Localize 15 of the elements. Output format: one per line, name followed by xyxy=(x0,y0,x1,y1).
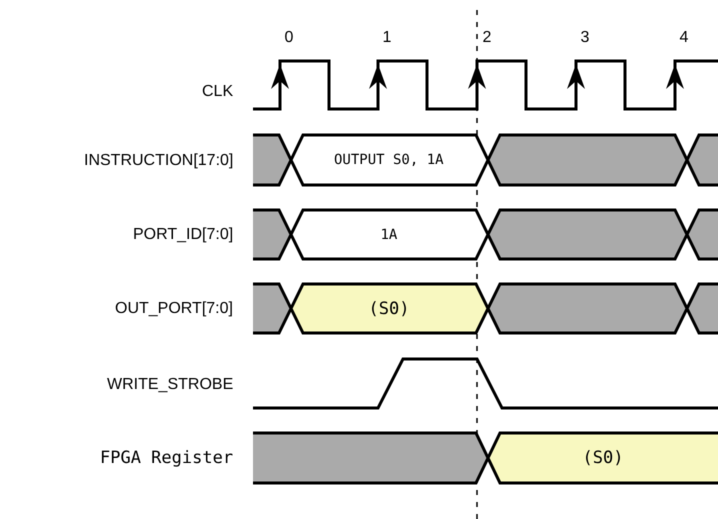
bus-value: OUTPUT S0, 1A xyxy=(334,153,444,167)
bus-value: (S0) xyxy=(368,300,410,318)
clock-cycle-number: 1 xyxy=(382,30,392,46)
signal-name: PORT_ID[7:0] xyxy=(133,227,234,243)
signal-name: INSTRUCTION[17:0] xyxy=(84,153,234,169)
signal-name: CLK xyxy=(202,84,234,100)
bus-value: 1A xyxy=(380,228,398,242)
signal-name: WRITE_STROBE xyxy=(107,377,234,393)
clock-cycle-number: 0 xyxy=(284,30,294,46)
signal-name: FPGA Register xyxy=(100,450,234,466)
bus-value: (S0) xyxy=(582,450,624,466)
clock-cycle-number: 2 xyxy=(482,30,492,46)
signal-name: OUT_PORT[7:0] xyxy=(115,301,233,317)
clock-cycle-number: 3 xyxy=(580,30,590,46)
clock-cycle-number: 4 xyxy=(680,30,688,46)
